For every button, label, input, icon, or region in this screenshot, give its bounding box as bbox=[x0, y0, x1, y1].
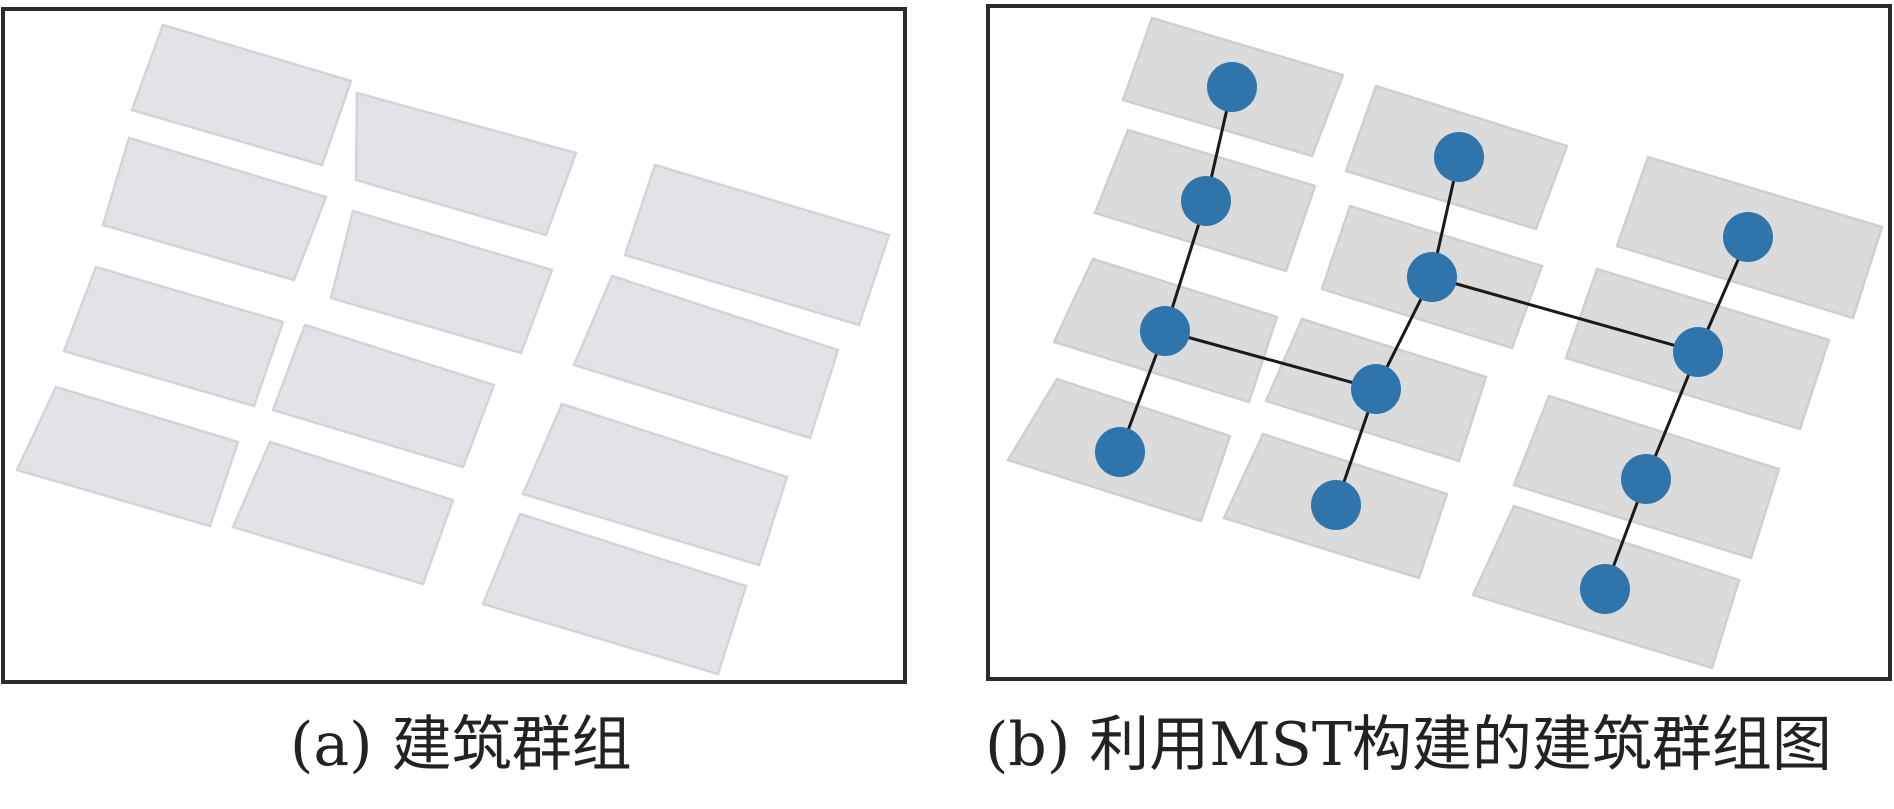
panel-a-building-9 bbox=[15, 385, 240, 528]
panel-a-building-8 bbox=[271, 323, 496, 469]
panel-a-building-group bbox=[1, 7, 907, 684]
panel-a-building-10 bbox=[521, 402, 789, 567]
panel-a-building-3 bbox=[101, 136, 328, 282]
mst-node-3 bbox=[1140, 306, 1190, 356]
panel-a-building-5 bbox=[329, 209, 554, 355]
panel-a-building-2 bbox=[354, 91, 578, 237]
panel-a-building-4 bbox=[623, 163, 891, 327]
mst-node-4 bbox=[1095, 427, 1145, 477]
mst-node-1 bbox=[1207, 62, 1257, 112]
mst-nodes bbox=[1095, 62, 1773, 614]
mst-node-7 bbox=[1351, 364, 1401, 414]
mst-edge-8 bbox=[1431, 275, 1699, 354]
panel-a-building-12 bbox=[481, 512, 748, 676]
mst-node-9 bbox=[1723, 212, 1773, 262]
panel-b-mst-graph bbox=[986, 4, 1892, 681]
panel-a-building-11 bbox=[231, 440, 455, 586]
caption-panel-b: (b) 利用MST构建的建筑群组图 bbox=[985, 710, 1832, 780]
panel-a-building-7 bbox=[572, 274, 840, 440]
mst-node-2 bbox=[1181, 176, 1231, 226]
mst-node-11 bbox=[1621, 454, 1671, 504]
caption-panel-a: (a) 建筑群组 bbox=[290, 710, 632, 780]
mst-node-5 bbox=[1434, 132, 1484, 182]
mst-node-10 bbox=[1673, 327, 1723, 377]
mst-edge-7 bbox=[1164, 329, 1377, 391]
mst-node-12 bbox=[1580, 564, 1630, 614]
panel-a-buildings bbox=[15, 23, 891, 676]
panel-a-building-1 bbox=[130, 23, 353, 167]
mst-node-8 bbox=[1311, 480, 1361, 530]
panel-a-building-6 bbox=[62, 265, 285, 408]
mst-node-6 bbox=[1407, 252, 1457, 302]
